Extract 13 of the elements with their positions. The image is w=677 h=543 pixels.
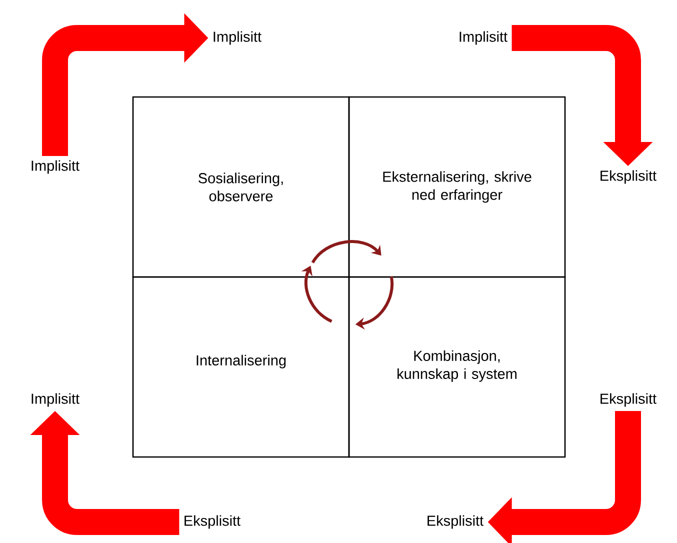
axis-label: Implisitt [32,160,80,174]
curved-arrow [311,240,382,264]
axis-label: Implisitt [214,31,262,45]
quadrant-cell: Sosialisering, observere [132,96,350,278]
quadrant-cell: Internalisering [132,276,350,458]
quadrant-cell: Kombinasjon, kunnskap i system [348,276,566,458]
axis-label: Eksplisitt [600,170,656,184]
axis-label: Implisitt [460,31,508,45]
axis-label: Eksplisitt [428,515,484,529]
axis-label: Implisitt [32,393,80,407]
axis-label: Eksplisitt [184,515,240,529]
quadrant-cell: Eksternalisering, skrive ned erfaringer [348,96,566,278]
axis-label: Eksplisitt [600,393,656,407]
